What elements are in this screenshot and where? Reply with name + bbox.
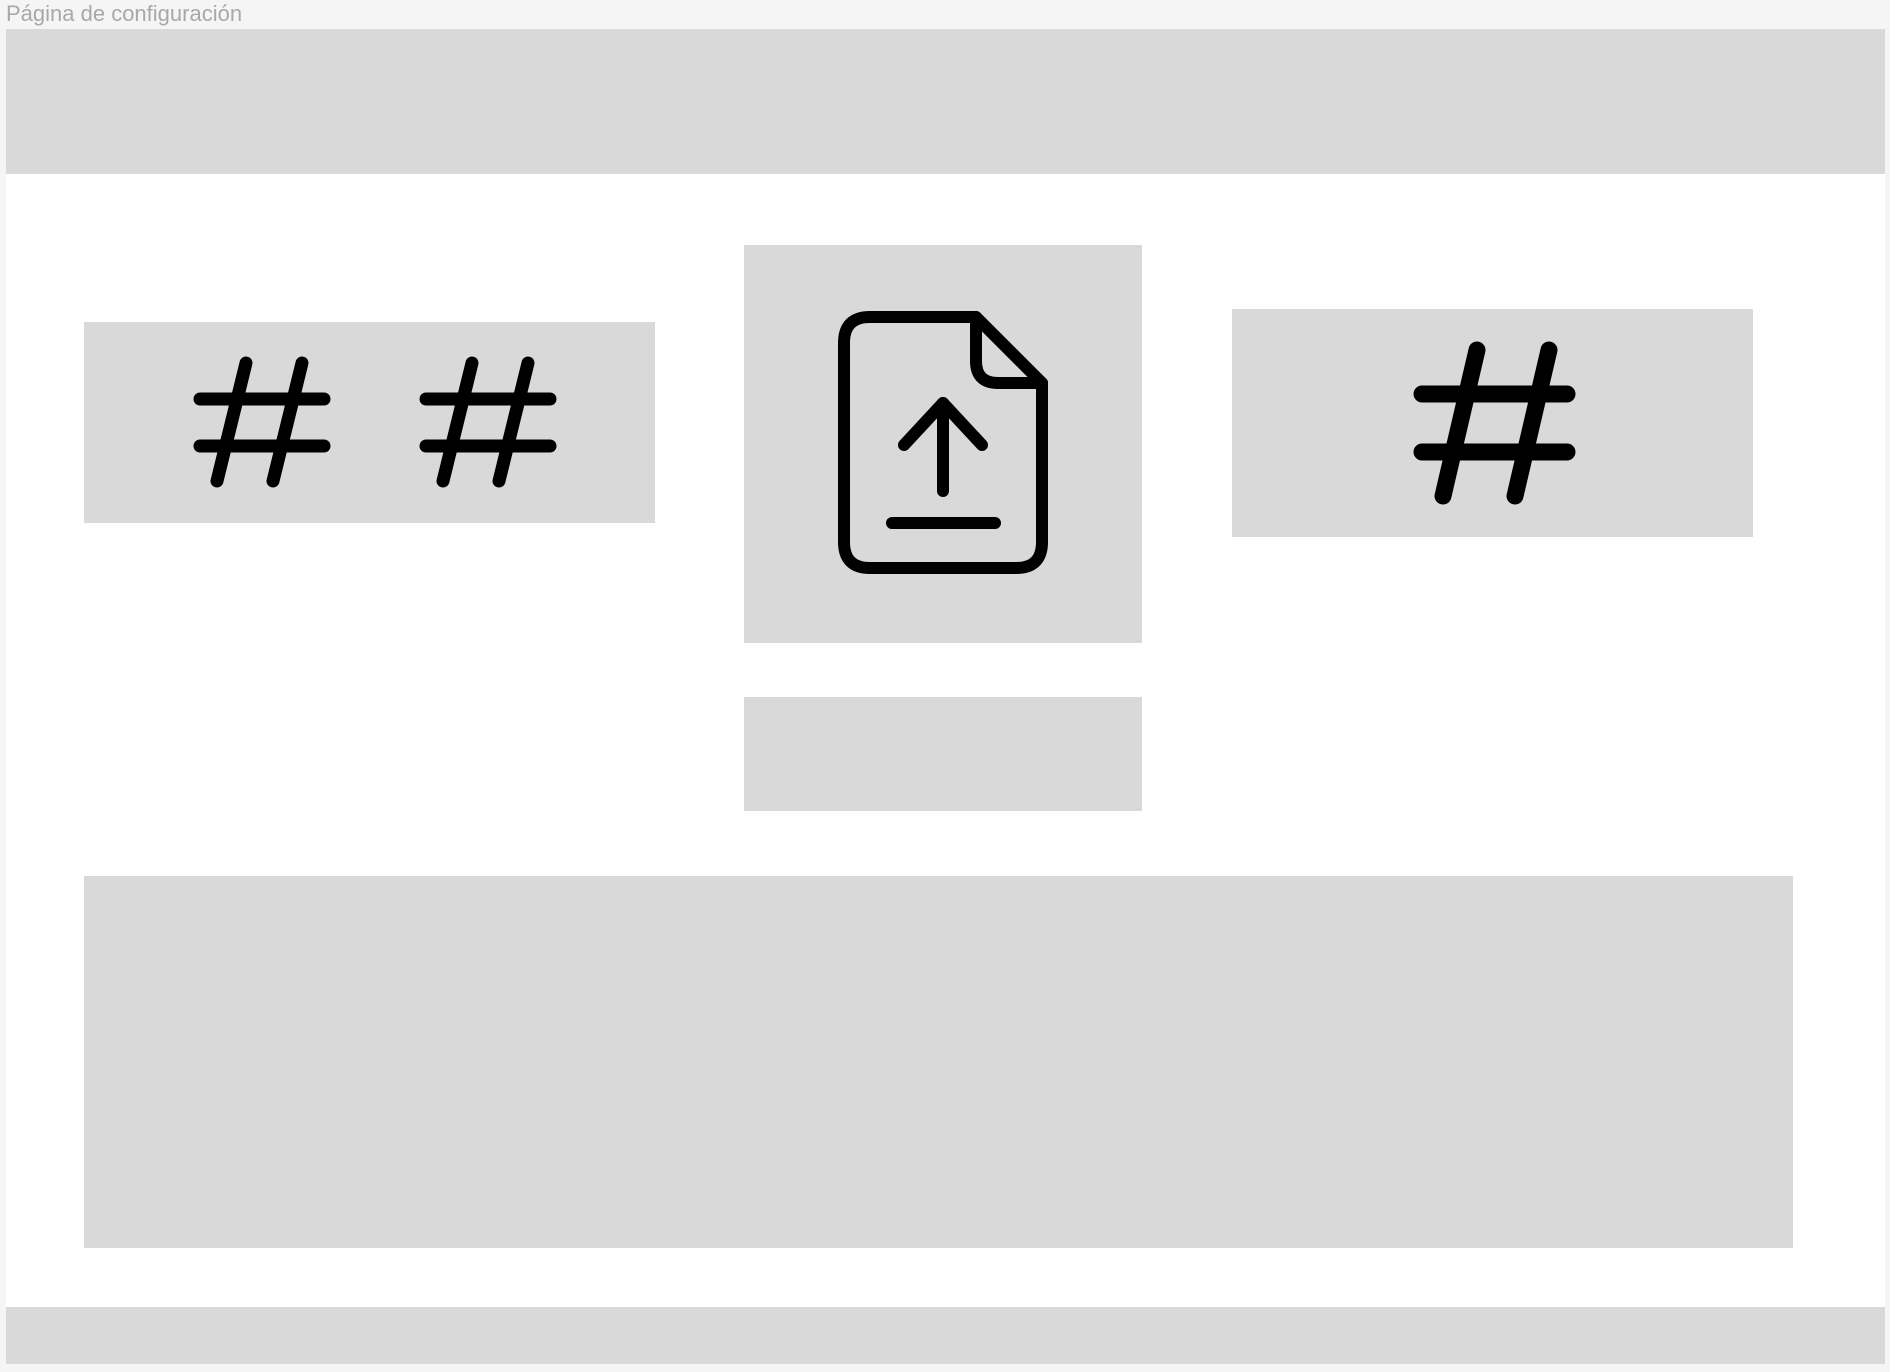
upload-caption-box [744,697,1142,811]
hash-icon [418,356,558,488]
content-area [84,876,1793,1248]
hash-icon [1412,341,1577,505]
page-title: Página de configuración [6,1,243,26]
file-upload-icon [838,311,1048,574]
right-panel [1232,309,1753,537]
upload-dropzone[interactable] [744,245,1142,643]
header-bar [6,29,1885,174]
footer-bar [6,1307,1885,1364]
hash-icon [192,356,332,488]
left-panel [84,322,655,523]
settings-page-frame [6,29,1885,1364]
